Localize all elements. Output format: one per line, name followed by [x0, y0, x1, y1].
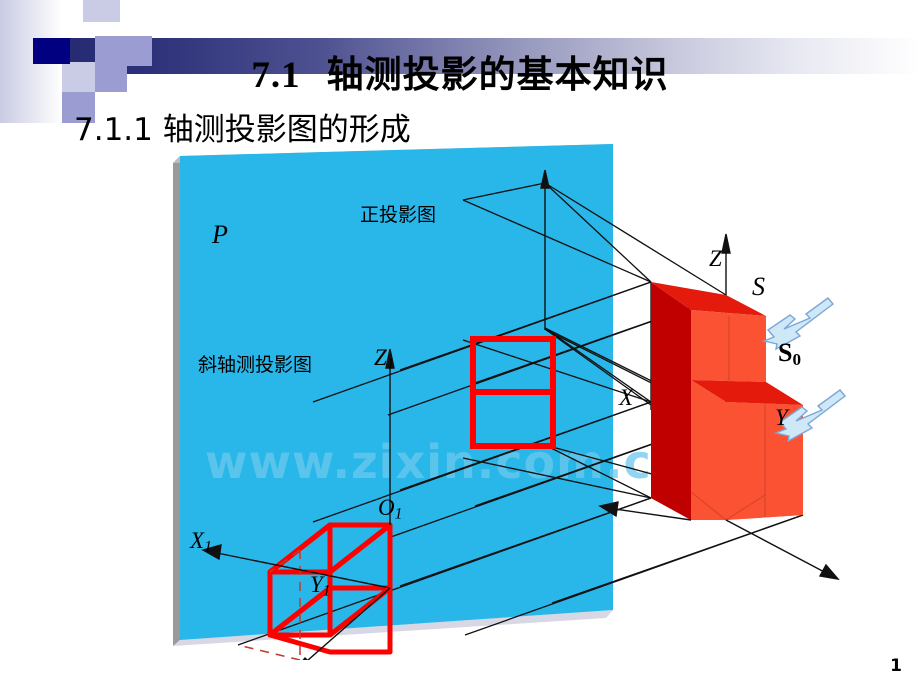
- header-square-topright: [83, 0, 120, 22]
- axis-z1-label: Z1: [374, 345, 395, 373]
- projection-direction-arrow-s0: [773, 389, 847, 443]
- orthographic-projection-label: 正投影图: [360, 204, 437, 226]
- header-gradient-bar: [62, 38, 920, 74]
- orthographic-projection-wireframe: [470, 336, 556, 449]
- block-mid-shadow: [651, 380, 691, 520]
- axonometric-hidden-edges: [237, 549, 301, 660]
- page-number: 1: [890, 656, 902, 676]
- plane-label-p: P: [212, 220, 228, 249]
- page-title-number: 7.1: [251, 55, 301, 96]
- oblique-axonometric-label: 斜轴测投影图: [198, 354, 313, 376]
- axis-y1-label: Y1: [310, 572, 331, 600]
- page-title: 7.1 轴测投影的基本知识: [0, 44, 920, 98]
- object-axes: [598, 233, 840, 581]
- origin-o1-label: O1: [378, 495, 403, 523]
- header-square-midleft: [62, 62, 95, 92]
- axonometric-projection-diagram: www.zixin.com.cn: [0, 140, 920, 660]
- header-square-bottom: [62, 92, 95, 123]
- solid-object-step-block: [651, 282, 803, 521]
- header-square-navy: [33, 38, 70, 64]
- projection-plane-p: [180, 144, 613, 640]
- block-step-tread: [691, 380, 803, 405]
- projection-direction-arrow-s: [761, 297, 835, 351]
- ortho-vertical-axis: [540, 169, 550, 330]
- header-square-midmid: [95, 62, 127, 92]
- direction-s-label: S: [752, 272, 765, 301]
- header-square-right: [120, 36, 152, 66]
- axonometric-axes: [201, 348, 395, 660]
- axis-x1-label: X1: [190, 528, 212, 556]
- page-subtitle: 7.1.1 轴测投影图的形成: [74, 112, 411, 148]
- axis-z-label: Z: [709, 246, 722, 271]
- direction-s0-label: S0: [778, 338, 802, 369]
- plane-edge-shadow: [173, 156, 180, 646]
- block-upper-top: [651, 282, 766, 316]
- axis-x-label: X: [619, 385, 634, 410]
- watermark-text: www.zixin.com.cn: [205, 435, 686, 489]
- axis-y-label: Y: [775, 405, 788, 430]
- page-title-text: 轴测投影的基本知识: [326, 55, 669, 96]
